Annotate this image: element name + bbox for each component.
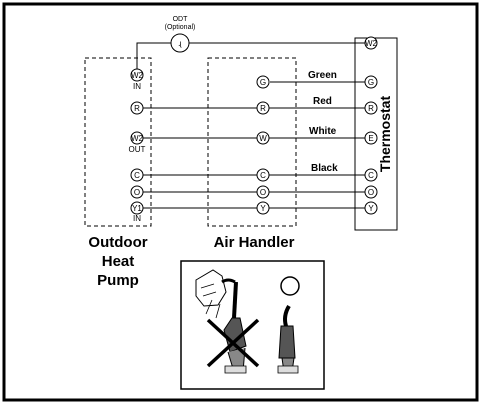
odt-optional-label: (Optional): [165, 24, 196, 31]
outdoor-terminal-c: C: [130, 168, 144, 182]
outer-frame: [2, 2, 479, 402]
air-handler-terminal-y: Y: [256, 201, 270, 215]
svg-text:W2: W2: [365, 39, 378, 48]
outdoor-terminal-w2-in: W2 IN: [130, 68, 144, 91]
incorrect-method-illustration: [195, 269, 247, 374]
svg-text:R: R: [260, 104, 266, 113]
odt-symbol-icon: [170, 33, 190, 53]
thermostat-box: [354, 37, 398, 231]
svg-text:G: G: [368, 78, 374, 87]
thermostat-title: Thermostat: [377, 96, 393, 173]
svg-text:C: C: [368, 171, 374, 180]
odt-wire: [136, 42, 365, 75]
svg-text:Y1: Y1: [132, 204, 142, 213]
svg-text:Y: Y: [260, 204, 266, 213]
thermostat-terminal-o: O: [364, 185, 378, 199]
svg-text:C: C: [134, 171, 140, 180]
thermostat-terminal-r: R: [364, 101, 378, 115]
air-handler-terminal-g: G: [256, 75, 270, 89]
outdoor-terminal-w2-out: W2 OUT: [129, 131, 146, 154]
wire-white-label: White: [309, 126, 337, 137]
svg-text:O: O: [368, 188, 374, 197]
thermostat-terminal-g: G: [364, 75, 378, 89]
outdoor-title-line2: Heat: [102, 253, 135, 270]
svg-text:OUT: OUT: [129, 145, 146, 154]
svg-text:R: R: [368, 104, 374, 113]
outdoor-title-line1: Outdoor: [88, 234, 147, 251]
air-handler-box: [207, 57, 297, 227]
correct-method-illustration: [277, 304, 299, 374]
outdoor-terminal-o: O: [130, 185, 144, 199]
odt-glyph: ɻ: [179, 39, 182, 48]
air-handler-terminal-w: W: [256, 131, 270, 145]
svg-text:W2: W2: [131, 134, 144, 143]
svg-text:E: E: [368, 134, 373, 143]
air-handler-terminal-r: R: [256, 101, 270, 115]
odt-label: ODT: [173, 16, 189, 23]
air-handler-terminal-o: O: [256, 185, 270, 199]
svg-text:O: O: [134, 188, 140, 197]
thermostat-terminal-e: E: [364, 131, 378, 145]
outdoor-title-line3: Pump: [97, 272, 139, 289]
thermostat-terminal-y: Y: [364, 201, 378, 215]
svg-text:W2: W2: [131, 71, 144, 80]
correct-circle-icon: [280, 276, 300, 296]
svg-text:R: R: [134, 104, 140, 113]
outdoor-terminal-r: R: [130, 101, 144, 115]
wire-connection-illustration: [180, 260, 325, 390]
air-handler-terminal-c: C: [256, 168, 270, 182]
svg-text:Y: Y: [368, 204, 374, 213]
thermostat-terminal-w2: W2: [364, 36, 378, 50]
svg-text:W: W: [259, 134, 267, 143]
thermostat-terminal-c: C: [364, 168, 378, 182]
wire-red-label: Red: [313, 96, 332, 107]
svg-text:C: C: [260, 171, 266, 180]
outdoor-terminal-y1-in: Y1 IN: [130, 201, 144, 223]
air-handler-title: Air Handler: [214, 234, 295, 251]
svg-text:O: O: [260, 188, 266, 197]
svg-text:IN: IN: [133, 82, 141, 91]
wire-black-label: Black: [311, 163, 338, 174]
svg-text:G: G: [260, 78, 266, 87]
incorrect-x-icon: [206, 318, 260, 368]
wire-green-label: Green: [308, 70, 337, 81]
svg-text:IN: IN: [133, 214, 141, 223]
outdoor-unit-box: [84, 57, 152, 227]
